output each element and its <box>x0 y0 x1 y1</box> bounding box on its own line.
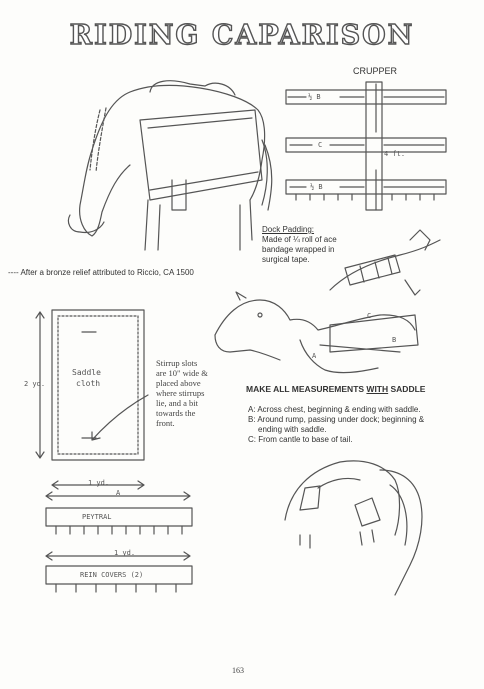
stirrup-note-1: Stirrup slots <box>156 358 198 368</box>
stirrup-note-4: where stirrups <box>156 388 205 398</box>
measurements-heading-post: SADDLE <box>388 384 426 394</box>
crupper-mark-c: C <box>318 141 323 149</box>
page-number: 163 <box>232 666 244 675</box>
horse-mark-a: A <box>312 352 317 360</box>
dock-padding-line-1: Made of ¼ roll of ace <box>262 235 337 244</box>
horse-mark-c: C <box>367 312 372 320</box>
saddle-cloth-width: 1 yd. <box>88 479 110 487</box>
rump-crupper-sketch <box>284 460 423 596</box>
rein-covers-label: REIN COVERS (2) <box>80 571 144 579</box>
dock-padding-line-2: bandage wrapped in <box>262 245 335 254</box>
measure-b-2: ending with saddle. <box>258 425 327 434</box>
crupper-mark-half-b-top: ½ B <box>308 93 321 101</box>
page-title: RIDING CAPARISON <box>69 19 415 51</box>
peytral-dim: A <box>116 489 121 497</box>
stirrup-note-5: lie, and a bit <box>156 398 199 408</box>
horse-caparison-illustration <box>67 80 273 251</box>
dock-padding-line-3: surgical tape. <box>262 255 310 264</box>
crupper-label: CRUPPER <box>353 66 398 76</box>
crupper-mark-half-b-bottom: ½ B <box>310 183 323 191</box>
stirrup-note-6: towards the <box>156 408 196 418</box>
measure-b-1: B: Around rump, passing under dock; begi… <box>248 415 425 424</box>
measurements-heading-with: WITH <box>366 384 389 394</box>
stirrup-note-3: placed above <box>156 378 201 388</box>
attribution-note: ---- After a bronze relief attributed to… <box>8 268 194 277</box>
horse-mark-b: B <box>392 336 397 344</box>
stirrup-note-7: front. <box>156 418 175 428</box>
peytral-strip <box>45 491 193 535</box>
stirrup-note-2: are 10" wide & <box>156 368 208 378</box>
crupper-diagram <box>285 81 447 211</box>
rein-covers-dim: 1 yd. <box>114 549 136 557</box>
saddle-cloth-diagram <box>35 309 149 490</box>
measurements-heading-pre: MAKE ALL MEASUREMENTS <box>246 384 367 394</box>
dock-padding-sketch <box>329 229 441 296</box>
peytral-label: PEYTRAL <box>82 513 112 521</box>
rein-covers-strip <box>45 551 193 593</box>
dock-padding-heading: Dock Padding: <box>262 225 315 234</box>
measure-a: A: Across chest, beginning & ending with… <box>248 405 421 414</box>
measurements-heading: MAKE ALL MEASUREMENTS WITH SADDLE <box>246 384 425 394</box>
saddle-cloth-label-2: cloth <box>76 379 101 388</box>
horse-head-diagram <box>214 291 419 374</box>
saddle-cloth-height: 2 yd. <box>24 380 46 388</box>
crupper-mark-side: 4 ft. <box>384 150 406 158</box>
saddle-cloth-label-1: Saddle <box>72 368 101 377</box>
measure-c: C: From cantle to base of tail. <box>248 435 353 444</box>
